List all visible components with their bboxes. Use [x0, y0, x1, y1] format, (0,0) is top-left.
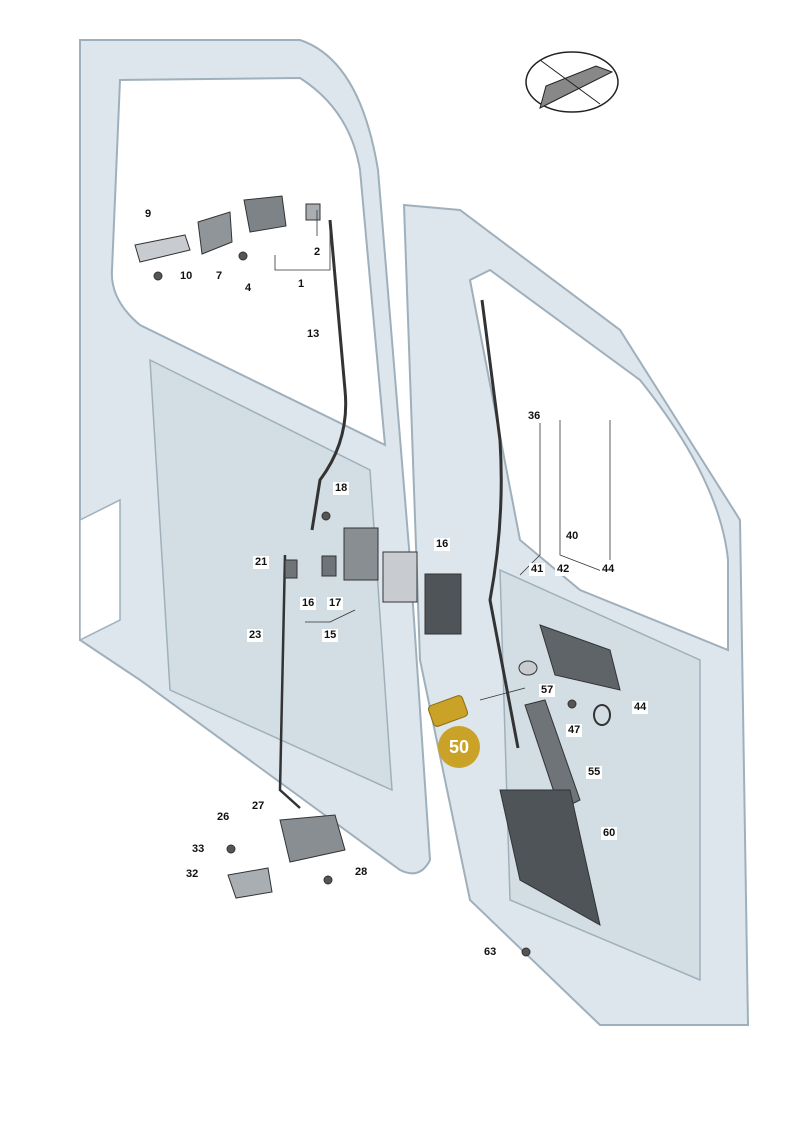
cables	[278, 219, 520, 809]
label-2: 2	[312, 246, 323, 259]
badge-part-50[interactable]: 50	[438, 726, 480, 768]
label-9: 9	[143, 208, 154, 221]
label-41: 41	[529, 563, 546, 576]
part-50-bushing[interactable]	[427, 695, 469, 728]
label-1: 1	[296, 278, 307, 291]
lower-hinge-parts	[226, 814, 346, 899]
label-27: 27	[250, 800, 267, 813]
label-44-top: 44	[600, 563, 617, 576]
label-36: 36	[526, 410, 543, 423]
label-55: 55	[586, 766, 603, 779]
label-26: 26	[215, 811, 232, 824]
label-63: 63	[482, 946, 499, 959]
label-44-bottom: 44	[632, 701, 649, 714]
label-47: 47	[566, 724, 583, 737]
label-13: 13	[305, 328, 322, 341]
label-60: 60	[601, 827, 618, 840]
label-21: 21	[253, 556, 270, 569]
label-40: 40	[564, 530, 581, 543]
label-4: 4	[243, 282, 254, 295]
label-16-right: 16	[434, 538, 451, 551]
upper-latch-parts	[134, 195, 321, 281]
label-7: 7	[214, 270, 225, 283]
right-latch-parts	[499, 624, 621, 957]
label-57: 57	[539, 684, 556, 697]
label-16-left: 16	[300, 597, 317, 610]
label-42: 42	[555, 563, 572, 576]
label-17: 17	[327, 597, 344, 610]
leader-lines	[274, 210, 613, 701]
label-23: 23	[247, 629, 264, 642]
label-18: 18	[333, 482, 350, 495]
label-32: 32	[184, 868, 201, 881]
middle-latch-parts	[284, 511, 462, 635]
orientation-icon	[525, 51, 619, 113]
label-15: 15	[322, 629, 339, 642]
left-door-panel	[79, 39, 432, 875]
label-33: 33	[190, 843, 207, 856]
label-10: 10	[178, 270, 195, 283]
label-28: 28	[353, 866, 370, 879]
